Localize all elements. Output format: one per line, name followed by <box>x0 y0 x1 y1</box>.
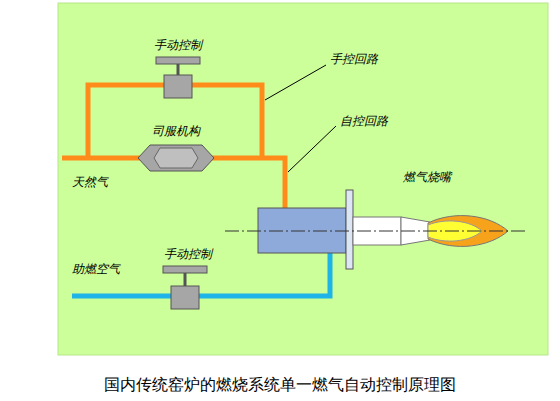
callout-label: 手控回路 <box>330 52 378 66</box>
valve-label: 手动控制 <box>164 247 212 261</box>
leader-line <box>288 126 336 172</box>
callout-label: 自控回路 <box>340 114 388 128</box>
manual-valve <box>163 266 207 309</box>
pipe-label: 助燃空气 <box>72 262 120 276</box>
background-panel <box>58 3 548 355</box>
pipe-label: 天然气 <box>72 175 108 189</box>
figure-caption: 国内传统窑炉的燃烧系统单一燃气自动控制原理图 <box>104 375 456 394</box>
gas-burner <box>225 190 528 269</box>
valve-label: 手动控制 <box>154 38 202 52</box>
manual-valve <box>156 57 200 98</box>
burner-label: 燃气烧嘴 <box>403 170 451 184</box>
servo-actuator <box>138 145 214 171</box>
servo-label: 司服机构 <box>152 124 200 138</box>
leader-line <box>265 65 326 100</box>
